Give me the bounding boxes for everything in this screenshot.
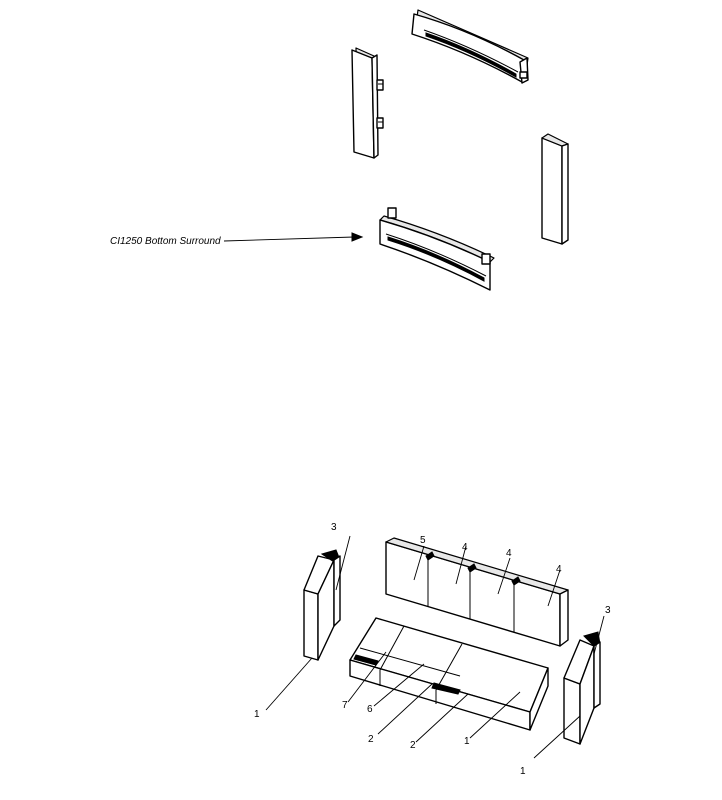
label-floor-6: 6 (367, 704, 373, 715)
label-back-4a: 4 (462, 542, 468, 553)
part-numbers: 3 1 5 4 4 4 3 1 7 6 2 2 1 (254, 522, 611, 777)
part-leader-lines (265, 535, 605, 759)
left-side-brick (303, 549, 341, 661)
firebrick-assembly: 3 1 5 4 4 4 3 1 7 6 2 2 1 (254, 522, 611, 777)
label-floor-1: 1 (464, 736, 470, 747)
left-surround-post (351, 47, 384, 159)
back-wall-bricks (385, 537, 569, 647)
label-floor-7: 7 (342, 700, 348, 711)
right-surround-post (541, 133, 569, 245)
label-right-side-3: 3 (605, 605, 611, 616)
floor-bricks (349, 617, 549, 731)
surround-callout-label: CI1250 Bottom Surround (110, 236, 221, 247)
label-left-side-3: 3 (331, 522, 337, 533)
label-floor-2a: 2 (368, 734, 374, 745)
label-left-side-1: 1 (254, 709, 260, 720)
label-floor-2b: 2 (410, 740, 416, 751)
label-back-4b: 4 (506, 548, 512, 559)
label-back-5: 5 (420, 535, 426, 546)
surround-callout-leader (223, 236, 355, 242)
right-side-brick (563, 631, 601, 745)
callout-arrowhead (351, 232, 364, 242)
surround-assembly: CI1250 Bottom Surround (110, 9, 569, 291)
bottom-surround-bar (379, 207, 495, 291)
label-back-4c: 4 (556, 564, 562, 575)
top-surround-bar (411, 9, 529, 84)
label-right-side-1: 1 (520, 766, 526, 777)
